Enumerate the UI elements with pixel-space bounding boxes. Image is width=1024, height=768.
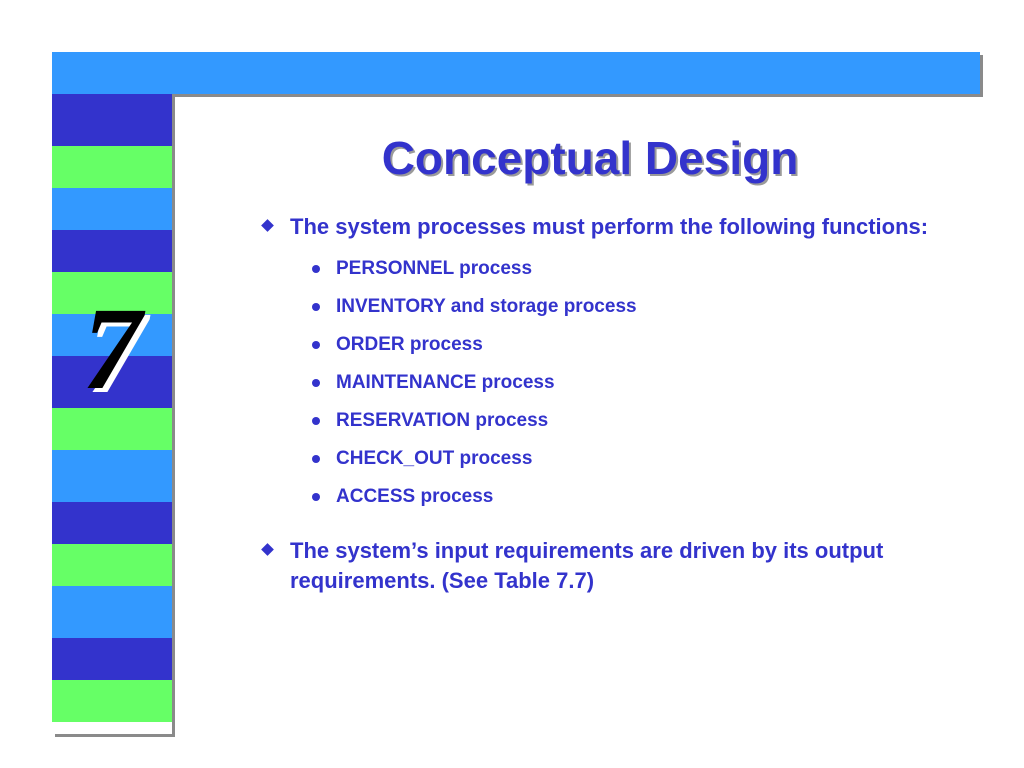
slide-title: Conceptual Design [381, 132, 799, 184]
sub-bullet-list: PERSONNEL process INVENTORY and storage … [290, 250, 942, 516]
side-stripe [52, 230, 172, 272]
diamond-bullet-icon [261, 219, 274, 232]
dot-bullet-icon [312, 493, 320, 501]
sub-bullet-text: ACCESS process [336, 486, 494, 507]
side-stripe [52, 502, 172, 544]
sub-bullet-text: INVENTORY and storage process [336, 296, 637, 317]
dot-bullet-icon [312, 303, 320, 311]
sub-bullet-text: ORDER process [336, 334, 483, 355]
side-stripe-panel [52, 94, 172, 734]
sub-bullet-text: PERSONNEL process [336, 258, 533, 279]
side-stripe [52, 544, 172, 586]
bullet-list: The system processes must perform the fo… [261, 212, 942, 596]
side-stripe [52, 408, 172, 450]
sub-bullet-item: INVENTORY and storage process [290, 288, 942, 326]
side-stripe [52, 314, 172, 356]
sub-bullet-item: CHECK_OUT process [290, 440, 942, 478]
sub-bullet-item: RESERVATION process [290, 402, 942, 440]
bullet-item: The system’s input requirements are driv… [261, 536, 942, 596]
dot-bullet-icon [312, 341, 320, 349]
top-decorative-bar [52, 52, 980, 94]
dot-bullet-icon [312, 379, 320, 387]
sub-bullet-item: ORDER process [290, 326, 942, 364]
side-stripe [52, 188, 172, 230]
sub-bullet-text: RESERVATION process [336, 410, 549, 431]
sub-bullet-item: ACCESS process [290, 478, 942, 516]
side-stripe [52, 94, 172, 146]
side-stripe [52, 450, 172, 502]
chapter-number: 7 [82, 283, 142, 414]
dot-bullet-icon [312, 417, 320, 425]
dot-bullet-icon [312, 455, 320, 463]
dot-bullet-icon [312, 265, 320, 273]
bullet-text: The system processes must perform the fo… [290, 214, 929, 239]
sub-bullet-text: MAINTENANCE process [336, 372, 555, 393]
side-stripe [52, 638, 172, 680]
side-stripe [52, 146, 172, 188]
sub-bullet-text: CHECK_OUT process [336, 448, 533, 469]
side-stripe [52, 586, 172, 638]
side-stripe [52, 356, 172, 408]
sub-bullet-item: MAINTENANCE process [290, 364, 942, 402]
bullet-item: The system processes must perform the fo… [261, 212, 942, 516]
diamond-bullet-icon [261, 543, 274, 556]
sub-bullet-item: PERSONNEL process [290, 250, 942, 288]
bullet-text: The system’s input requirements are driv… [290, 538, 884, 593]
side-stripe [52, 680, 172, 722]
side-stripe [52, 272, 172, 314]
